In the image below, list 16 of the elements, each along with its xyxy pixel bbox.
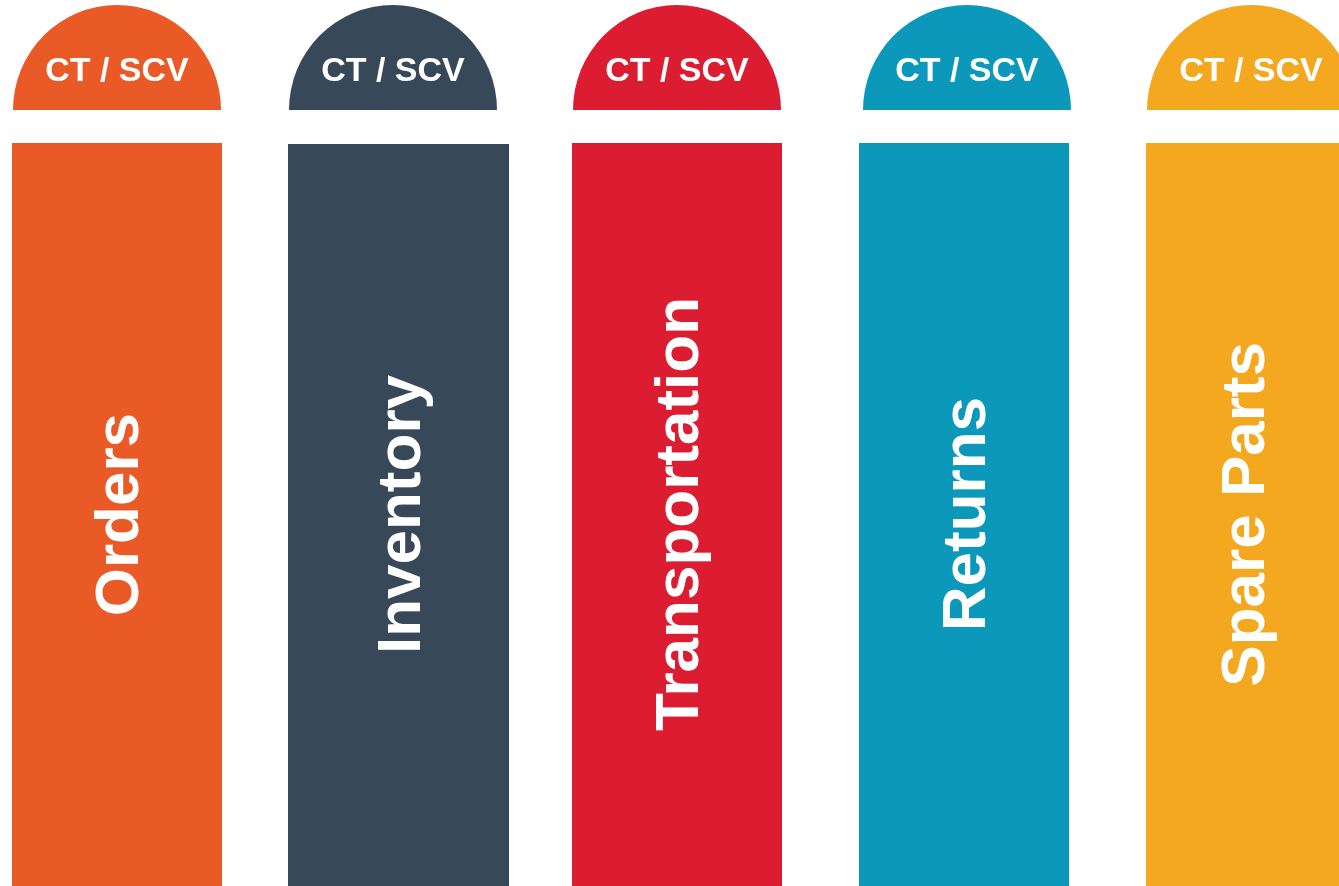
tab-label: CT / SCV bbox=[45, 51, 189, 86]
tab-label: CT / SCV bbox=[895, 51, 1039, 86]
category-label: Orders bbox=[86, 412, 148, 617]
tab-label: CT / SCV bbox=[1179, 51, 1323, 86]
semicircle-tab bbox=[13, 5, 221, 110]
category-label: Returns bbox=[933, 397, 995, 632]
category-bar bbox=[12, 143, 222, 886]
semicircle-tab bbox=[863, 5, 1071, 110]
tab-label: CT / SCV bbox=[605, 51, 749, 86]
tab-label: CT / SCV bbox=[321, 51, 465, 86]
category-bar bbox=[1146, 143, 1339, 886]
category-bar bbox=[859, 143, 1069, 886]
semicircle-tab bbox=[1147, 5, 1339, 110]
category-bar bbox=[572, 143, 782, 886]
semicircle-tab bbox=[573, 5, 781, 110]
category-bar bbox=[288, 144, 509, 886]
